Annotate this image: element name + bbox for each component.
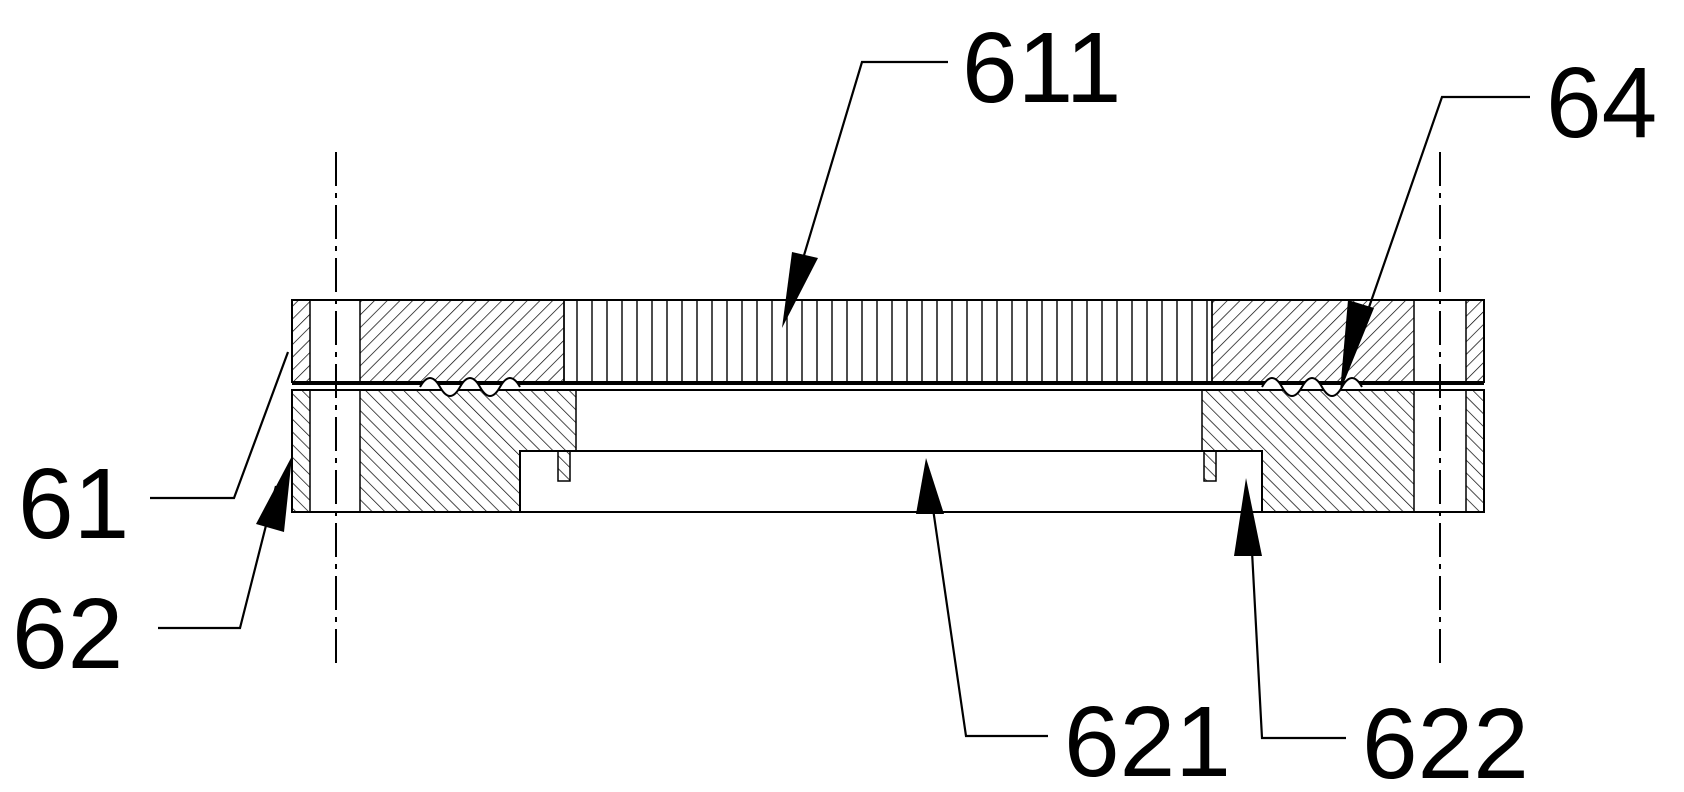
seal-wave-right [1261,377,1363,397]
upper-plate-right-block [1211,299,1415,383]
leader-62 [158,456,292,630]
arrowhead-62 [256,456,292,532]
leader-621 [916,458,1048,738]
groove-622-right [1203,450,1217,482]
arrowhead-622 [1234,478,1262,556]
leader-622 [1234,478,1346,740]
label-621: 621 [1064,686,1231,792]
leader-64 [1340,95,1530,392]
upper-plate-right-hatch [1465,299,1485,383]
groove-622-left [557,450,571,482]
label-62: 62 [12,578,123,690]
leader-61 [150,351,290,500]
leader-611 [782,60,948,328]
arrowhead-64 [1340,300,1374,392]
upper-plate-left-hatch [291,299,311,383]
window-611 [563,299,1213,383]
label-611: 611 [962,12,1121,124]
label-622: 622 [1362,688,1529,792]
upper-plate-left-block [359,299,565,383]
lower-plate-right-hatch [1465,389,1485,513]
label-64: 64 [1546,47,1657,159]
label-61: 61 [18,448,129,560]
seal-wave-left [419,377,521,397]
lower-plate-left-hatch [291,389,311,513]
arrowhead-611 [782,252,818,328]
lower-plate [291,389,1485,513]
arrowhead-621 [916,458,944,514]
cavity-621 [519,450,1263,512]
upper-plate [291,299,1485,383]
